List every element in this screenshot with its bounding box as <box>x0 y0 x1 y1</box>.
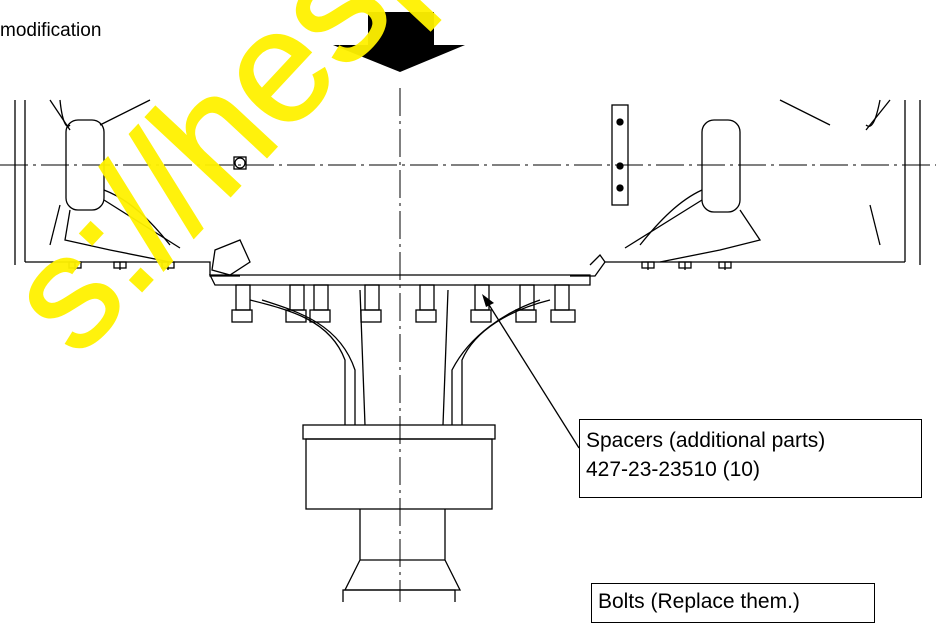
central-housing <box>249 289 551 602</box>
spacers-callout: Spacers (additional parts) 427-23-23510 … <box>579 419 922 498</box>
bolts-callout: Bolts (Replace them.) <box>591 583 875 623</box>
left-frame <box>14 99 247 277</box>
flange-bolts <box>231 284 576 323</box>
spacers-callout-line2: 427-23-23510 (10) <box>586 458 760 481</box>
leader-arrowhead <box>482 294 494 307</box>
right-frame <box>570 99 921 277</box>
title-label: modification <box>0 20 102 41</box>
spacers-leader-line <box>485 299 580 449</box>
spacers-callout-line1: Spacers (additional parts) <box>586 429 826 452</box>
assembly-drawing <box>0 12 936 602</box>
mounting-flange <box>208 239 606 286</box>
direction-arrow <box>333 12 465 72</box>
